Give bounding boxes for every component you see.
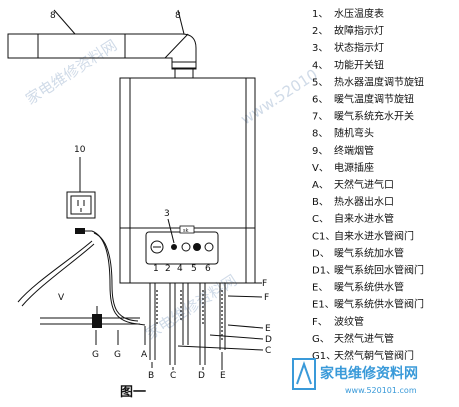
legend-num: 7、 bbox=[312, 112, 328, 123]
legend-num: 5、 bbox=[312, 77, 328, 88]
legend-text: 暖气温度调节旋钮 bbox=[334, 93, 414, 106]
power-cable bbox=[17, 228, 146, 326]
legend-text: 暖气系统加水管 bbox=[334, 246, 404, 259]
label-c: C bbox=[265, 346, 271, 356]
legend-text: 自来水进水管 bbox=[334, 212, 394, 225]
label-c-bottom: C bbox=[170, 371, 176, 381]
label-f-upper: F bbox=[262, 279, 267, 289]
legend-num: E、 bbox=[312, 283, 328, 294]
label-e-bottom: E bbox=[220, 371, 226, 381]
brand-url: www.520101.com bbox=[345, 386, 417, 395]
label-d: D bbox=[265, 335, 272, 345]
knob-label-6: 6 bbox=[205, 264, 211, 274]
legend-text: 终端烟管 bbox=[334, 144, 374, 157]
legend-num: 6、 bbox=[312, 95, 328, 106]
legend-text: 天然气进气口 bbox=[334, 178, 394, 191]
legend-text: 水压温度表 bbox=[334, 7, 384, 20]
label-e: E bbox=[265, 324, 271, 334]
legend-text: 暖气系统供水管 bbox=[334, 281, 404, 294]
boiler-pipes bbox=[149, 283, 226, 365]
legend-text: 自来水进水管阀门 bbox=[334, 229, 414, 242]
power-socket bbox=[66, 157, 96, 219]
legend-num: V、 bbox=[312, 163, 329, 174]
watermark-text-2: www.52010 bbox=[237, 65, 321, 128]
legend-text: 热水器出水口 bbox=[334, 195, 394, 208]
legend-text: 暖气系统回水管阀门 bbox=[334, 264, 424, 277]
callout-8-left: 8 bbox=[50, 11, 56, 21]
label-b: B bbox=[148, 371, 154, 381]
callout-3: 3 bbox=[164, 209, 170, 219]
figure-caption: 图一 bbox=[120, 385, 146, 400]
label-g-1: G bbox=[92, 350, 99, 360]
legend-text: 暖气系统充水开关 bbox=[334, 110, 414, 123]
watermark-layer: 家电维修资料网 www.52010 家电维修资料网 bbox=[22, 36, 321, 343]
flue-pipe bbox=[7, 9, 197, 78]
label-f: F bbox=[264, 293, 269, 303]
legend-text: 天然气进气管 bbox=[334, 332, 394, 345]
callout-10: 10 bbox=[74, 145, 86, 155]
legend-num: 2、 bbox=[312, 26, 328, 37]
legend-text: 状态指示灯 bbox=[334, 41, 384, 54]
legend-num: D1、 bbox=[312, 266, 336, 277]
bottom-callouts: G G A B C D E bbox=[92, 326, 226, 381]
knob-label-5: 5 bbox=[191, 264, 197, 274]
legend-num: E1、 bbox=[312, 300, 335, 311]
callout-8-right: 8 bbox=[175, 11, 181, 21]
legend-text: 天然气朝气管阀门 bbox=[334, 349, 414, 362]
label-g-2: G bbox=[114, 350, 121, 360]
legend-text: 功能开关钮 bbox=[334, 58, 384, 71]
legend-num: 3、 bbox=[312, 43, 328, 54]
knob-label-4: 4 bbox=[177, 264, 183, 274]
legend-num: G、 bbox=[312, 334, 330, 345]
knob-number-labels: 1 2 4 5 6 bbox=[153, 264, 211, 274]
legend-num: D、 bbox=[312, 248, 330, 259]
legend-num: 8、 bbox=[312, 129, 328, 140]
legend-text: 随机弯头 bbox=[334, 127, 374, 140]
legend-text: 波纹管 bbox=[334, 315, 364, 328]
legend-num: B、 bbox=[312, 197, 329, 208]
legend-num: C、 bbox=[312, 214, 329, 225]
label-d-bottom: D bbox=[198, 371, 205, 381]
legend-text: 暖气系统供水管阀门 bbox=[334, 298, 424, 311]
callout-v: V bbox=[58, 293, 65, 303]
watermark-text-1: 家电维修资料网 bbox=[22, 36, 120, 108]
brand-name: 家电维修资料网 bbox=[320, 365, 418, 382]
legend-num: 1、 bbox=[312, 9, 328, 20]
brand-watermark: 家电维修资料网 www.520101.com bbox=[292, 358, 418, 395]
control-knobs bbox=[150, 240, 214, 254]
boiler-body bbox=[119, 77, 256, 284]
legend-list: 1、水压温度表 2、故障指示灯 3、状态指示灯 4、功能开关钮 5、热水器温度调节旋钮 6… bbox=[312, 7, 424, 362]
panel-label: sk bbox=[183, 228, 189, 234]
legend-num: 4、 bbox=[312, 60, 328, 71]
legend-text: 电源插座 bbox=[334, 161, 374, 174]
knob-label-2: 2 bbox=[165, 264, 171, 274]
gas-pipe bbox=[40, 306, 140, 328]
legend-num: F、 bbox=[312, 317, 328, 328]
legend-num: G1、 bbox=[312, 351, 336, 362]
legend-num: A、 bbox=[312, 180, 329, 191]
legend-text: 故障指示灯 bbox=[334, 24, 384, 37]
label-a: A bbox=[141, 350, 148, 360]
legend-text: 热水器温度调节旋钮 bbox=[334, 75, 424, 88]
right-callouts: F F E D C bbox=[177, 279, 272, 356]
legend-num: C1、 bbox=[312, 231, 335, 242]
knob-label-1: 1 bbox=[153, 264, 159, 274]
legend-num: 9、 bbox=[312, 146, 328, 157]
